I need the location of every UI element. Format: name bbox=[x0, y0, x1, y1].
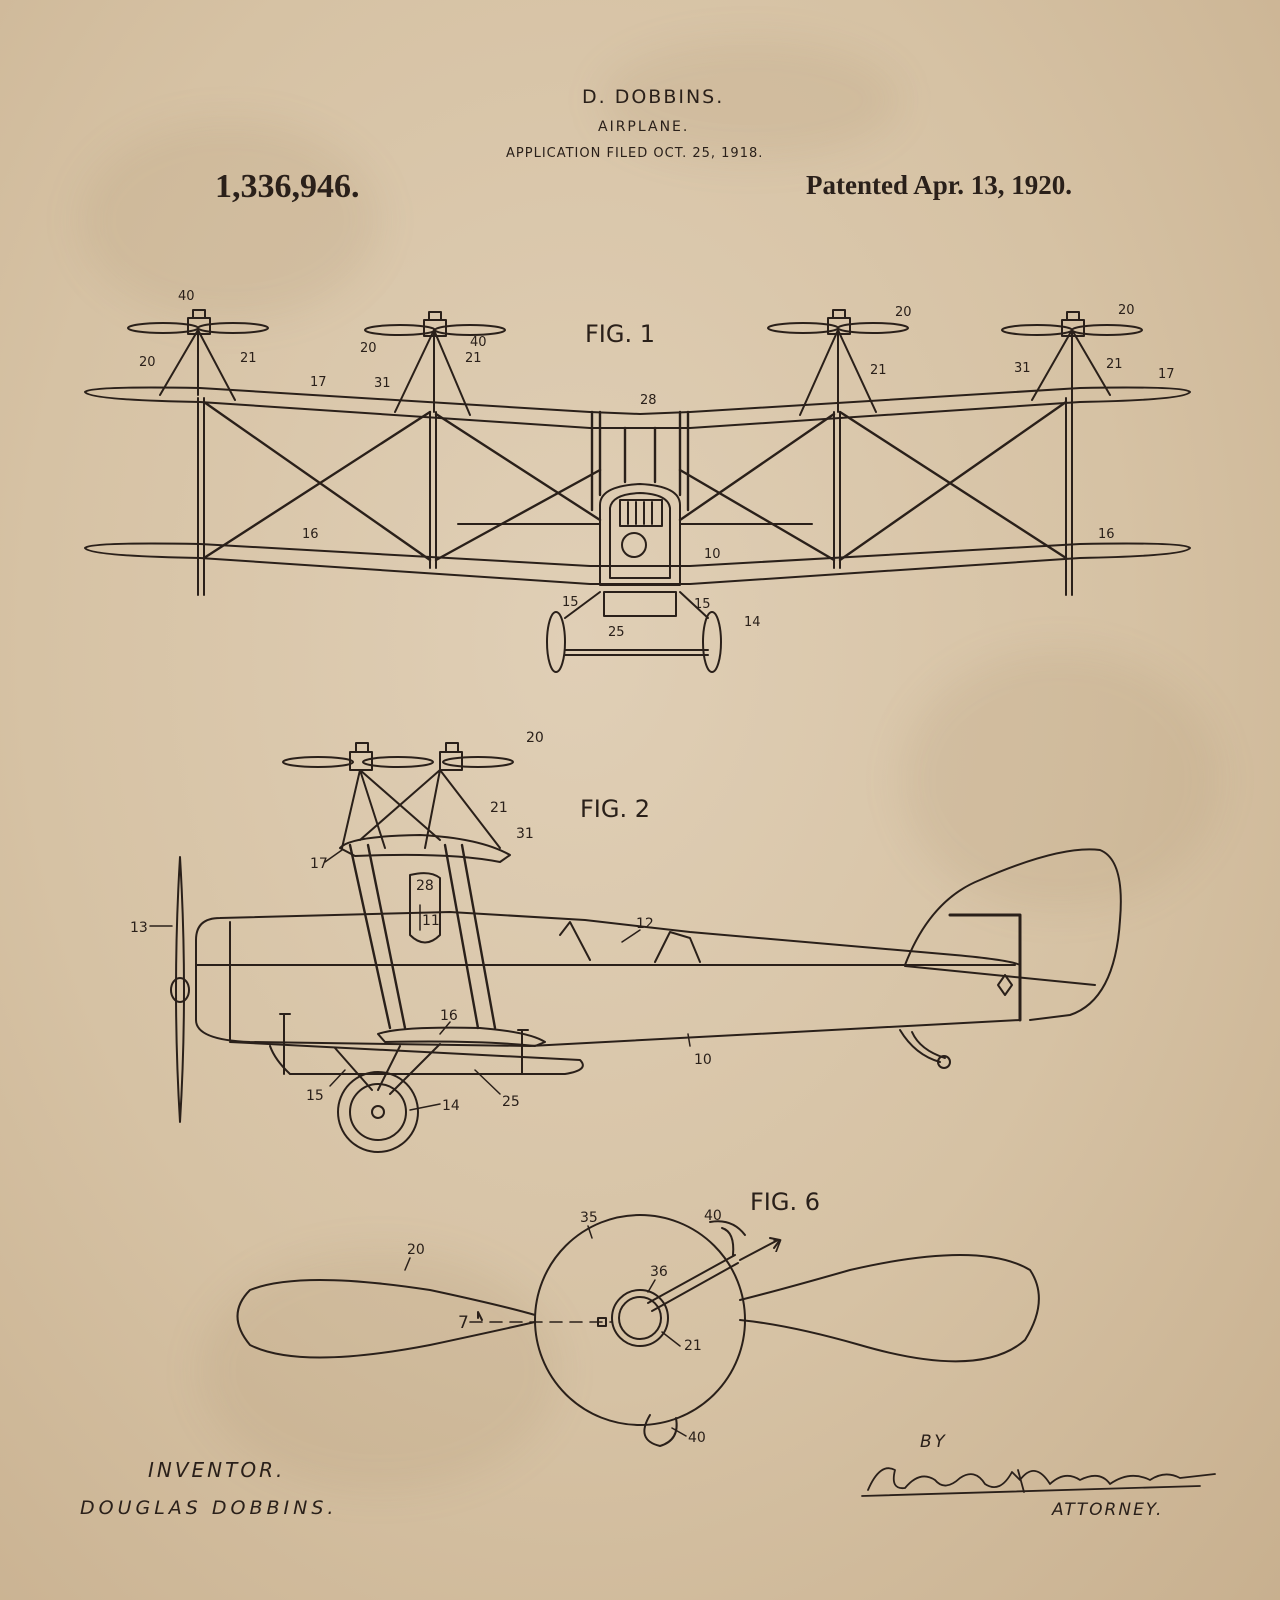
fig1-ref: 21 bbox=[870, 363, 887, 378]
fig6-left-blade bbox=[236, 1279, 536, 1359]
fig1-ref: 20 bbox=[895, 305, 912, 320]
fig2-ref: 25 bbox=[502, 1094, 520, 1110]
fig1-upper-wing bbox=[84, 386, 1191, 429]
fig2-ref: 28 bbox=[416, 878, 434, 894]
fig2-top-propellers bbox=[282, 742, 514, 771]
fig6-hub-disc bbox=[534, 1214, 746, 1426]
fig1-propellers bbox=[127, 309, 1143, 337]
fig6-ref: 21 bbox=[684, 1338, 702, 1354]
fig2-ref: 12 bbox=[636, 916, 654, 932]
fig2-landing-gear bbox=[334, 1043, 441, 1095]
attorney-signature bbox=[861, 1467, 1216, 1497]
fig1-ref: 20 bbox=[1118, 303, 1135, 318]
fig1-ref: 17 bbox=[1158, 367, 1175, 382]
fig2-front-propeller bbox=[175, 856, 185, 1123]
fig1-ref: 16 bbox=[1098, 527, 1115, 542]
fig1-fuselage bbox=[599, 483, 681, 586]
by-label: BY bbox=[920, 1432, 948, 1452]
fig1-ref: 16 bbox=[302, 527, 319, 542]
fig6-ref: 7 bbox=[772, 1237, 783, 1257]
fig1-ref: 28 bbox=[640, 393, 657, 408]
fig6-propeller-detail bbox=[236, 1214, 1040, 1447]
fig6-label: FIG. 6 bbox=[750, 1188, 820, 1216]
fig1-ref: 31 bbox=[374, 376, 391, 391]
fig2-ref: 13 bbox=[130, 920, 148, 936]
fig2-lower-wing bbox=[377, 1026, 546, 1047]
fig1-ref: 21 bbox=[465, 351, 482, 366]
attorney-label: ATTORNEY. bbox=[1052, 1500, 1164, 1520]
header-title: AIRPLANE. bbox=[598, 119, 690, 135]
fig2-ref: 17 bbox=[310, 856, 328, 872]
fig1-pylons bbox=[159, 329, 1111, 416]
fig1-ref: 15 bbox=[694, 597, 711, 612]
fig1-bracing bbox=[202, 400, 1068, 562]
inventor-label: INVENTOR. bbox=[148, 1458, 286, 1482]
fig2-ref: 21 bbox=[490, 800, 508, 816]
fig1-radiator bbox=[619, 499, 663, 527]
fig2-ref: 16 bbox=[440, 1008, 458, 1024]
fig1-ref: 17 bbox=[310, 375, 327, 390]
header-inventor: D. DOBBINS. bbox=[582, 86, 725, 108]
fig1-ref: 20 bbox=[360, 341, 377, 356]
fig1-ref: 21 bbox=[1106, 357, 1123, 372]
fig1-ref: 25 bbox=[608, 625, 625, 640]
fig2-label: FIG. 2 bbox=[580, 795, 650, 823]
header-application: APPLICATION FILED OCT. 25, 1918. bbox=[506, 146, 764, 161]
fig2-ref: 20 bbox=[526, 730, 544, 746]
fig6-ref: 35 bbox=[580, 1210, 598, 1226]
fig6-ref: 7 bbox=[458, 1313, 469, 1333]
fig1-ref: 20 bbox=[139, 355, 156, 370]
fig1-ref: 40 bbox=[178, 289, 195, 304]
fig1-struts bbox=[197, 397, 1073, 596]
fig1-front-view bbox=[84, 309, 1191, 673]
fig6-ref: 20 bbox=[407, 1242, 425, 1258]
fig2-ref: 31 bbox=[516, 826, 534, 842]
patent-date: Patented Apr. 13, 1920. bbox=[806, 170, 1073, 200]
fig2-struts bbox=[348, 843, 497, 1030]
fig6-ref: 36 bbox=[650, 1264, 668, 1280]
fig1-ref: 15 bbox=[562, 595, 579, 610]
fig6-right-blade bbox=[739, 1254, 1040, 1363]
fig6-ref: 40 bbox=[704, 1208, 722, 1224]
fig2-ref: 14 bbox=[442, 1098, 460, 1114]
fig2-fuselage bbox=[195, 911, 1021, 1047]
fig6-ref: 40 bbox=[688, 1430, 706, 1446]
fig1-ref: 14 bbox=[744, 615, 761, 630]
fig2-tail bbox=[904, 848, 1122, 1021]
fig1-ref: 21 bbox=[240, 351, 257, 366]
fig1-ref: 10 bbox=[704, 547, 721, 562]
fig1-label: FIG. 1 bbox=[585, 320, 655, 348]
fig2-ref: 11 bbox=[422, 913, 440, 929]
patent-number: 1,336,946. bbox=[215, 168, 360, 205]
inventor-name: DOUGLAS DOBBINS. bbox=[80, 1497, 338, 1519]
fig1-lower-wing bbox=[84, 542, 1191, 585]
fig1-ref: 40 bbox=[470, 335, 487, 350]
fig2-side-view bbox=[170, 742, 1122, 1153]
fig1-landing-gear bbox=[564, 591, 709, 656]
fig2-ref: 15 bbox=[306, 1088, 324, 1104]
fig2-upper-wing bbox=[339, 834, 511, 863]
fig1-ref: 31 bbox=[1014, 361, 1031, 376]
fig2-ref: 10 bbox=[694, 1052, 712, 1068]
